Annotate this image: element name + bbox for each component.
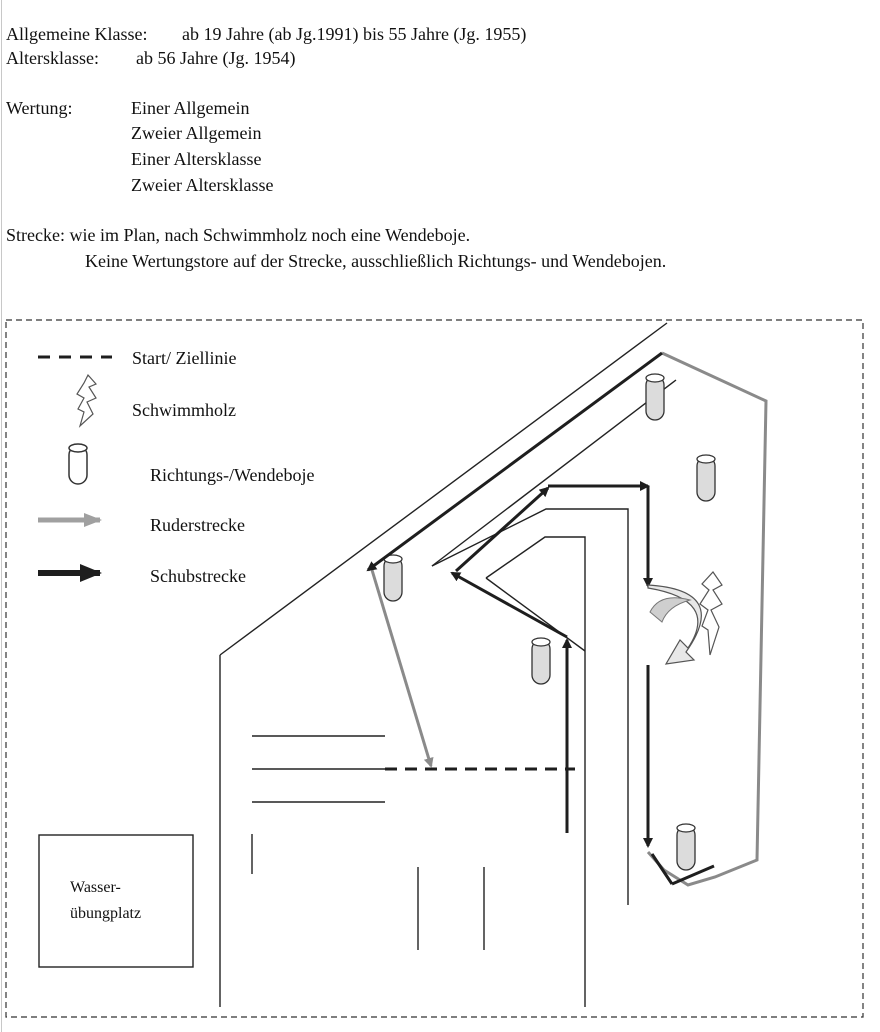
diagram-frame: [5, 319, 864, 1018]
buoy-icon: [696, 454, 716, 502]
legend-push-route: Schubstrecke: [150, 566, 246, 586]
practice-area: [38, 834, 194, 968]
scoring-item: Einer Allgemein: [131, 98, 250, 118]
legend-start-finish: Start/ Ziellinie: [132, 348, 236, 368]
course-line-1: Strecke: wie im Plan, nach Schwimmholz n…: [6, 225, 471, 245]
jetties: [251, 735, 485, 950]
scoring-item: Zweier Altersklasse: [131, 175, 274, 195]
legend-rowing-route: Ruderstrecke: [150, 515, 245, 535]
legend-buoy: Richtungs-/Wendeboje: [150, 465, 315, 485]
scoring-item: Einer Altersklasse: [131, 149, 262, 169]
turn-arrow-icon: [647, 584, 702, 665]
general-class-value: ab 19 Jahre (ab Jg.1991) bis 55 Jahre (J…: [182, 24, 527, 44]
driftwood-icon: [76, 373, 98, 428]
course-line-2: Keine Wertungstore auf der Strecke, auss…: [85, 251, 667, 271]
buoy-icon: [68, 443, 88, 485]
page-left-rule: [1, 0, 2, 1032]
practice-area-label-1: Wasser-: [70, 879, 121, 896]
shore-outline: [219, 322, 677, 1007]
buoy-icon: [676, 823, 696, 871]
scoring-label: Wertung:: [6, 98, 73, 118]
buoy-icon: [383, 554, 403, 602]
legend-driftwood: Schwimmholz: [132, 400, 236, 420]
push-route: [366, 351, 715, 886]
driftwood-icon: [699, 571, 723, 656]
legend: Start/ Ziellinie Schwimmholz Richtungs-/…: [38, 348, 315, 586]
senior-class-value: ab 56 Jahre (Jg. 1954): [136, 48, 296, 68]
rowing-route-to-finish: [370, 569, 434, 768]
buoy-icon: [531, 637, 551, 685]
general-class-label: Allgemeine Klasse:: [6, 24, 148, 44]
buoy-icon: [645, 373, 665, 421]
scoring-item: Zweier Allgemein: [131, 123, 262, 143]
senior-class-label: Altersklasse:: [6, 48, 99, 68]
practice-area-label-2: übungplatz: [70, 905, 141, 922]
